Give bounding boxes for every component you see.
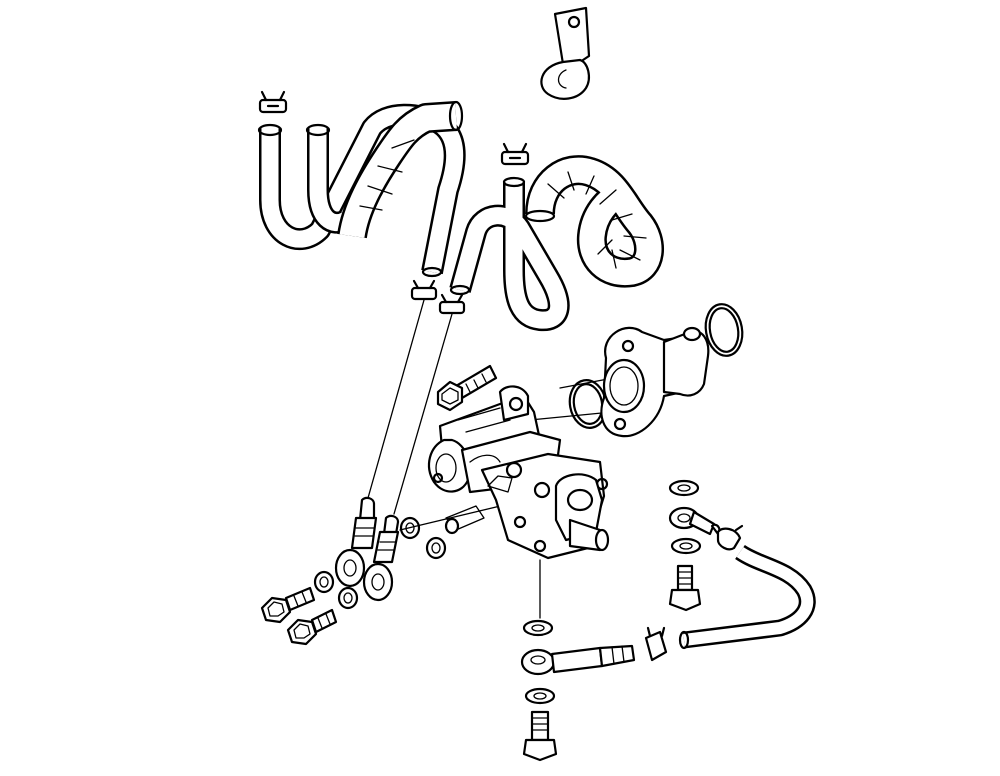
coolant-hose-corrugated-right xyxy=(524,155,664,288)
hose-clamp-bottom xyxy=(644,626,668,662)
return-hose-right xyxy=(678,544,816,650)
hollow-bolt-left-1 xyxy=(260,586,316,624)
sealing-washer-2 xyxy=(425,536,447,560)
coolant-hose-middle xyxy=(449,176,570,332)
coolant-hose-upper-left xyxy=(257,103,466,278)
sealing-washer-5 xyxy=(522,619,554,637)
hollow-bolt-left-2 xyxy=(286,608,338,646)
sealing-washer-4 xyxy=(337,586,359,610)
sealing-washer-3 xyxy=(313,570,335,594)
banjo-fitting-left-1 xyxy=(334,496,378,588)
hose-clamp-top-center xyxy=(500,142,530,166)
sealing-washer-1 xyxy=(399,516,421,540)
leader-lines xyxy=(367,299,625,619)
hose-clamp-right-lower xyxy=(438,293,466,315)
sealing-washer-8 xyxy=(670,537,702,555)
sealing-washer-7 xyxy=(668,479,700,497)
hose-clamp-right xyxy=(716,524,744,551)
hex-bolt-right xyxy=(668,564,702,612)
banjo-fitting-right xyxy=(668,506,721,536)
hex-bolt-bottom xyxy=(522,710,558,762)
pump-valve-body xyxy=(427,385,610,560)
sealing-washer-6 xyxy=(524,687,556,705)
flange-connector xyxy=(600,326,710,438)
hex-bolt-top xyxy=(436,364,498,412)
banjo-fitting-bottom xyxy=(520,644,636,676)
o-ring-large xyxy=(704,303,744,357)
coolant-hose-corrugated-upper xyxy=(305,100,464,239)
p-clip-bracket xyxy=(540,6,591,100)
hose-clamp-top-left xyxy=(258,90,288,114)
hose-clamp-left-lower xyxy=(410,279,438,301)
banjo-fitting-left-2 xyxy=(362,514,400,602)
